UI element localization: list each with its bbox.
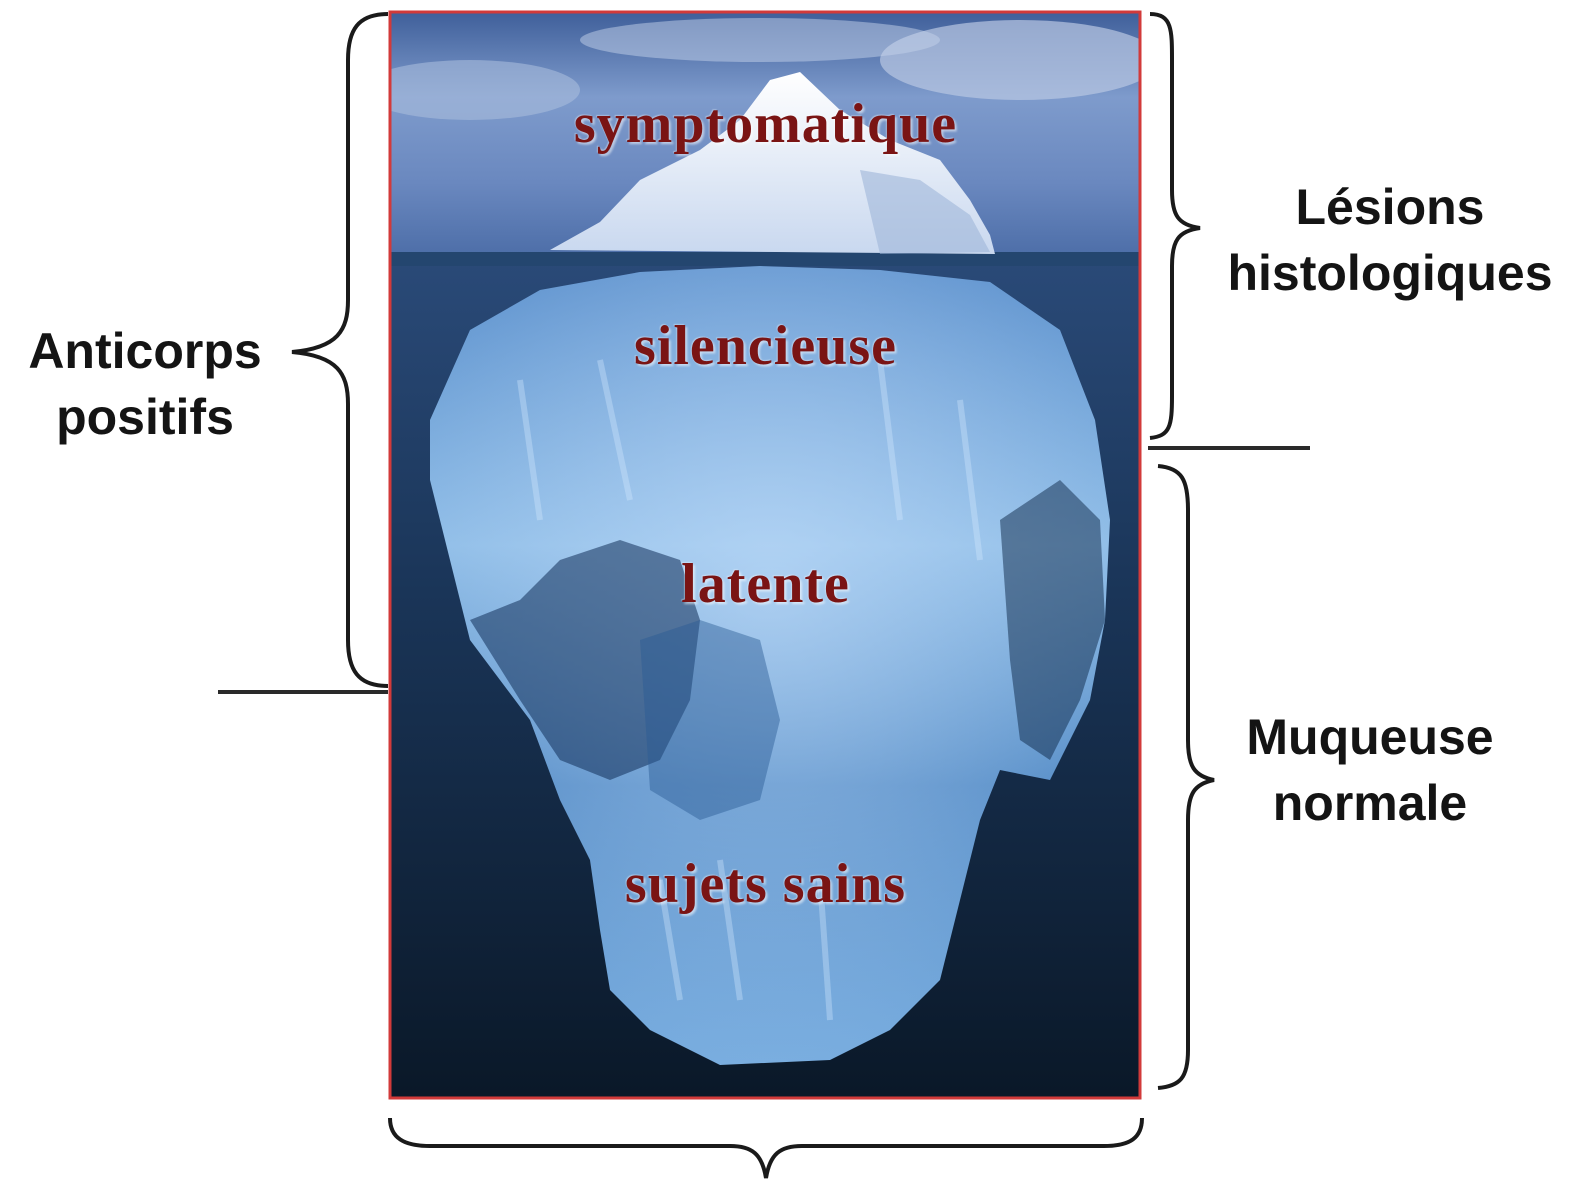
label-muqueuse-line1: Muqueuse xyxy=(1200,704,1540,770)
level-symptomatique: symptomatique xyxy=(393,92,1138,156)
label-lesions-line2: histologiques xyxy=(1200,240,1580,306)
label-muqueuse-normale: Muqueuse normale xyxy=(1200,704,1540,836)
level-silencieuse: silencieuse xyxy=(393,314,1138,378)
level-latente: latente xyxy=(393,552,1138,616)
cloud xyxy=(580,18,940,62)
label-muqueuse-line2: normale xyxy=(1200,770,1540,836)
bottom-brace xyxy=(390,1118,1142,1178)
waterline xyxy=(390,252,1140,266)
label-lesions-histologiques: Lésions histologiques xyxy=(1200,174,1580,306)
ice-shadow xyxy=(640,620,780,820)
label-anticorps-positifs: Anticorps positifs xyxy=(0,318,290,450)
label-anticorps-line1: Anticorps xyxy=(0,318,290,384)
label-anticorps-line2: positifs xyxy=(0,384,290,450)
label-lesions-line1: Lésions xyxy=(1200,174,1580,240)
level-sujets-sains: sujets sains xyxy=(393,852,1138,916)
right-upper-brace xyxy=(1150,14,1200,438)
left-brace xyxy=(292,14,388,686)
